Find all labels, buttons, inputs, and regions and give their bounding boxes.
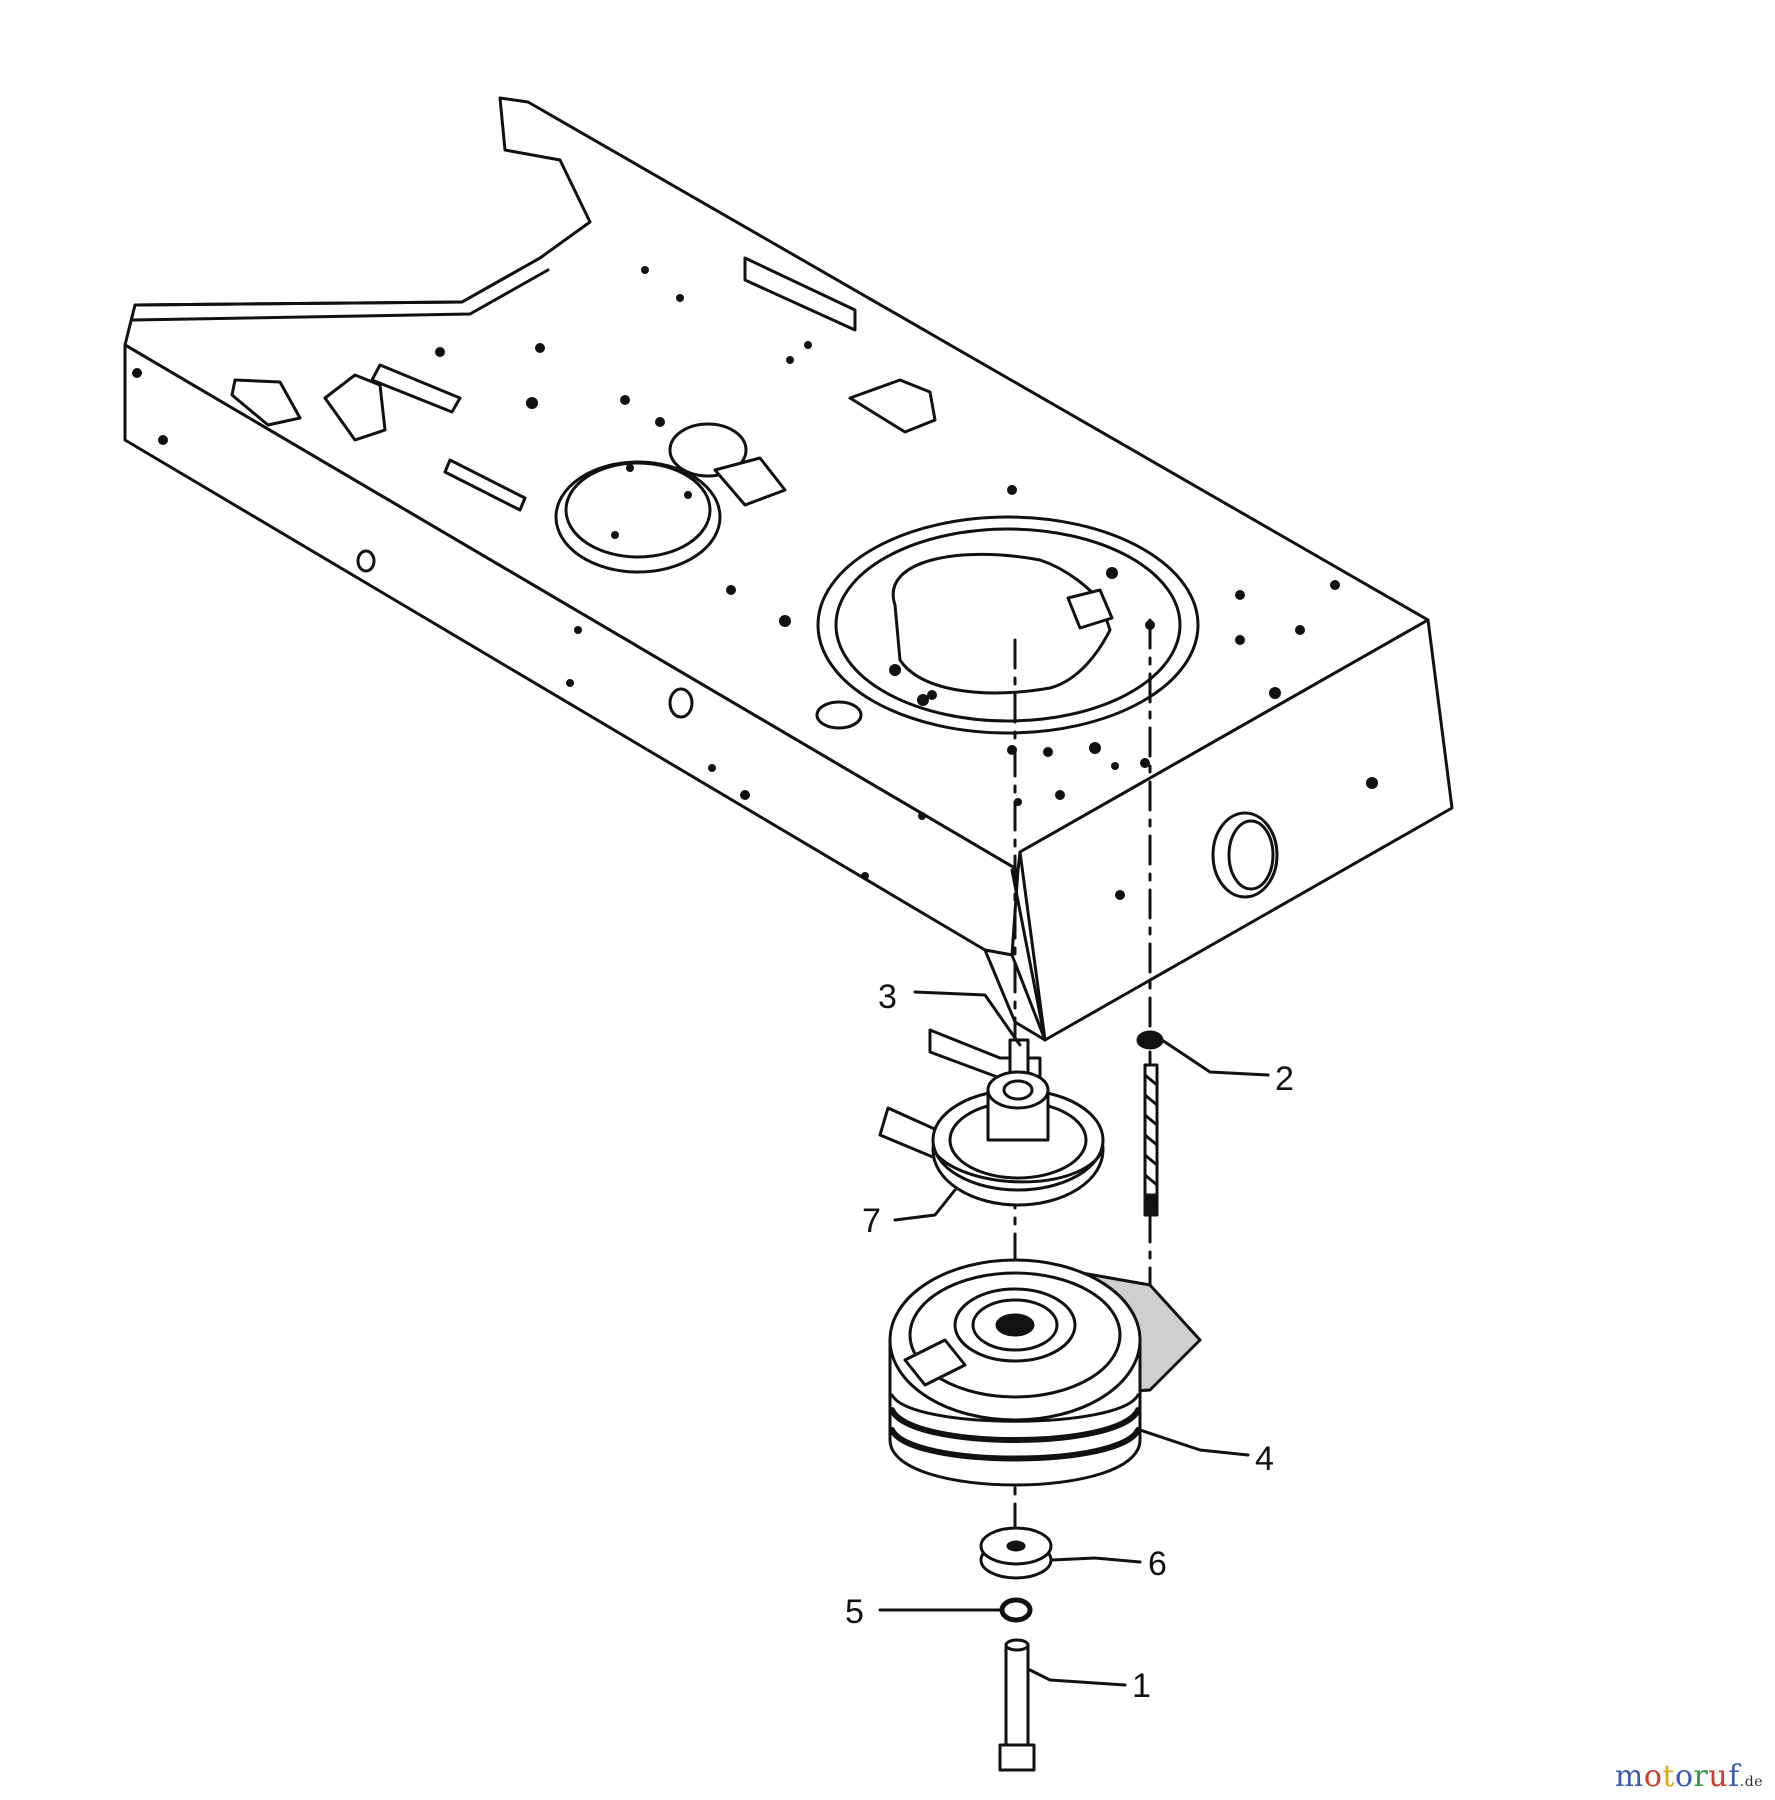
- watermark-letter: r: [1693, 1759, 1709, 1794]
- clutch-part-4: [888, 1258, 1202, 1487]
- bolt-part-1: [998, 1638, 1036, 1772]
- callout-4: 4: [1255, 1440, 1274, 1478]
- watermark-tld: .de: [1739, 1774, 1763, 1790]
- watermark-letter: o: [1643, 1759, 1663, 1794]
- frame-holes: [132, 266, 1378, 900]
- callout-1: 1: [1132, 1667, 1151, 1705]
- watermark-letter: m: [1614, 1759, 1644, 1794]
- leader-lines: [878, 990, 1270, 1687]
- watermark-letter: f: [1728, 1759, 1740, 1794]
- pulley-part-7: [878, 1070, 1105, 1207]
- washer-part-6: [979, 1526, 1053, 1580]
- callout-3: 3: [878, 978, 897, 1016]
- watermark-letter: u: [1708, 1759, 1729, 1794]
- callout-6: 6: [1148, 1545, 1167, 1583]
- watermark-letter: o: [1674, 1759, 1694, 1794]
- callout-2: 2: [1275, 1060, 1294, 1098]
- motoruf-watermark: motoruf.de: [1615, 1759, 1763, 1794]
- chassis-frame: [123, 96, 1454, 1042]
- callout-5: 5: [845, 1593, 864, 1631]
- callout-7: 7: [862, 1202, 881, 1240]
- lockwasher-part-5: [999, 1597, 1033, 1623]
- callout-labels: 1 2 3 4 5 6 7: [845, 978, 1294, 1705]
- watermark-letter: t: [1662, 1759, 1675, 1794]
